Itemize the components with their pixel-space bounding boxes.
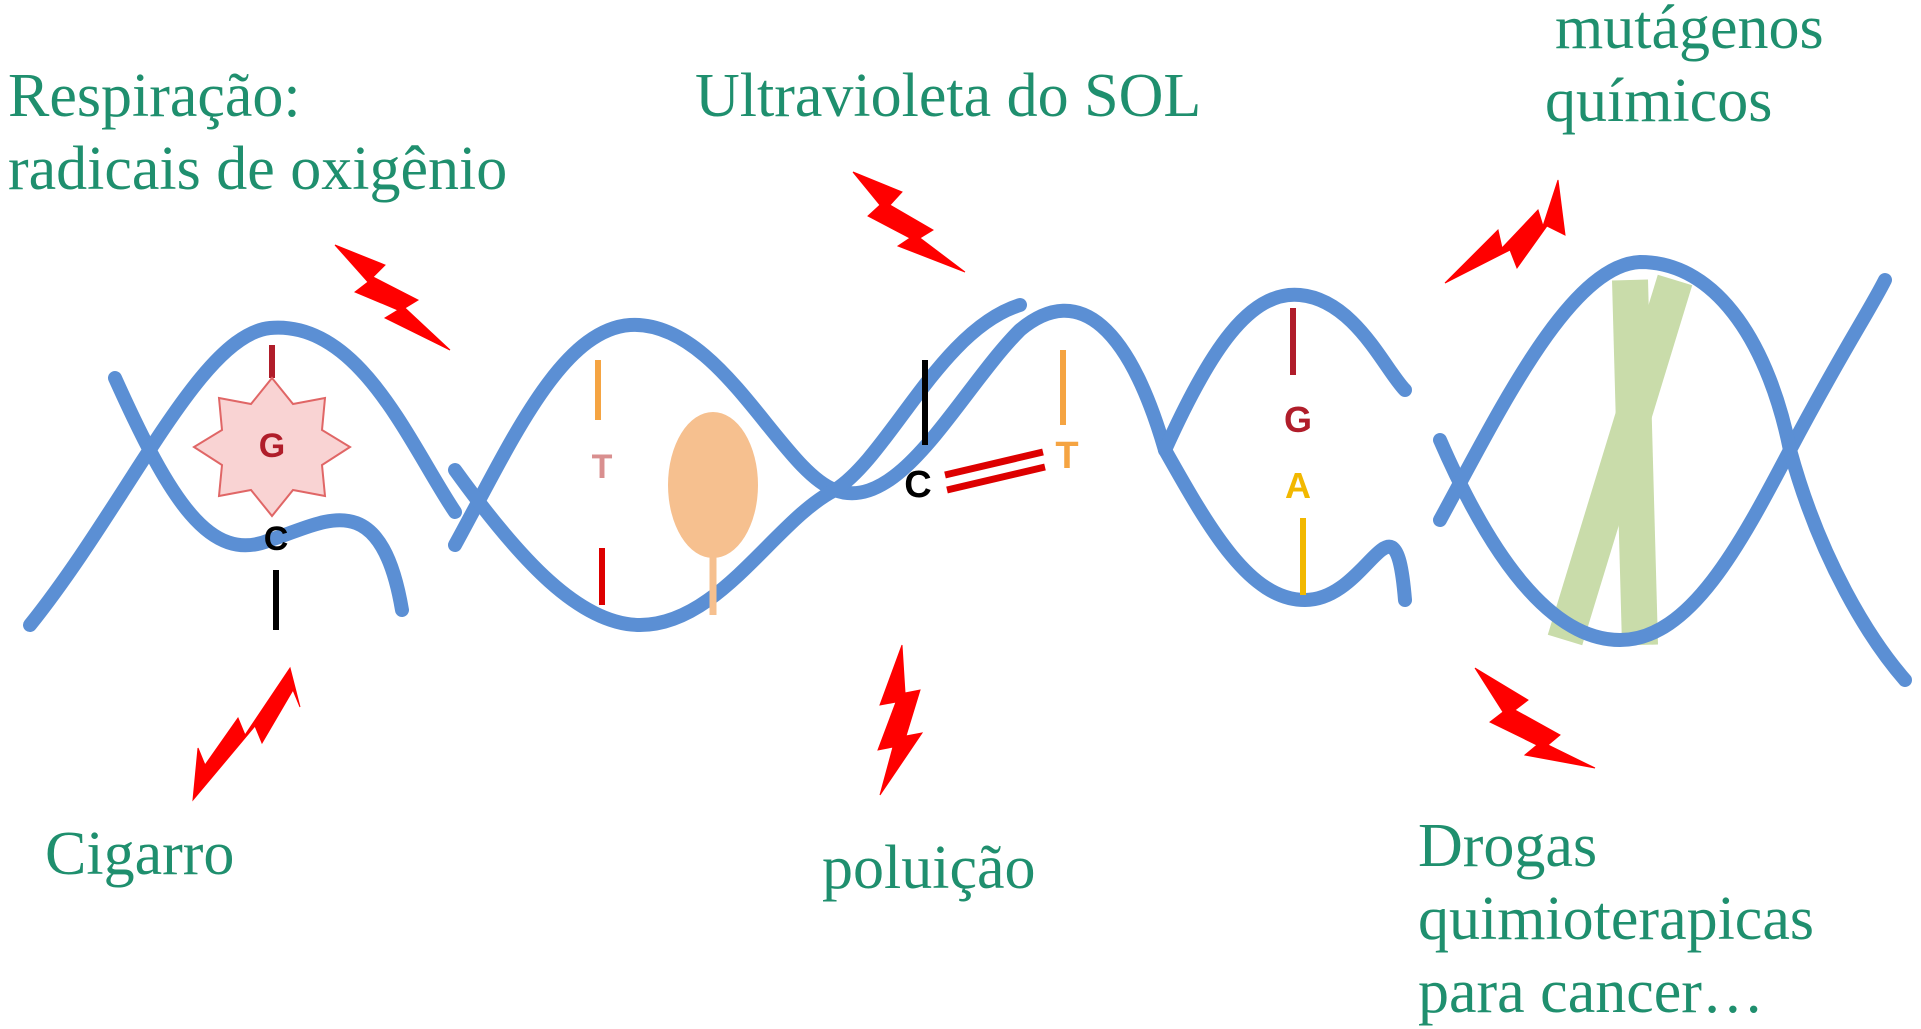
dna-segment-1 (23, 320, 462, 632)
label-drogas: Drogas quimioterapicas para cancer… (1418, 810, 1814, 1029)
lightning-icon-poluicao (877, 644, 924, 796)
lightning-icon-mutagenos (1444, 179, 1566, 284)
dna-strands (23, 254, 1912, 687)
pyrimidine-dimer-bond (944, 448, 1046, 494)
label-drogas-line2: quimioterapicas (1418, 885, 1814, 954)
label-respiracao-line2: radicais de oxigênio (8, 135, 508, 204)
label-drogas-line1: Drogas (1418, 812, 1598, 880)
base-letter-a-right: A (1285, 465, 1311, 506)
base-letter-g-oxidized: G (259, 427, 285, 465)
label-drogas-line3: para cancer… (1418, 958, 1764, 1027)
base-letter-g-right: G (1284, 399, 1312, 440)
label-mutagenos-line1: mutágenos (1555, 0, 1824, 62)
label-mutagenos: mutágenos químicos (1545, 0, 1824, 138)
lightning-bolts (192, 171, 1596, 802)
dna-segment-3 (1158, 287, 1412, 608)
label-poluicao: poluição (822, 832, 1036, 905)
bulky-adduct (668, 412, 758, 558)
label-ultravioleta: Ultravioleta do SOL (695, 60, 1201, 133)
base-letter-t-middle: T (592, 448, 613, 486)
dna-segment-2 (448, 298, 1172, 633)
label-ultravioleta-text: Ultravioleta do SOL (695, 62, 1202, 130)
interstrand-crosslink (1547, 274, 1693, 646)
label-poluicao-text: poluição (822, 834, 1036, 902)
dna-segment-4 (1433, 254, 1912, 687)
lightning-icon-cigarro (192, 666, 301, 802)
oxidized-guanine-star (192, 376, 352, 518)
label-respiracao-line1: Respiração: (8, 62, 301, 130)
label-respiracao: Respiração: radicais de oxigênio (8, 60, 507, 206)
label-mutagenos-line2: químicos (1545, 67, 1773, 136)
base-letter-c-dimer: C (904, 464, 931, 506)
base-letter-t-dimer: T (1055, 435, 1078, 477)
base-letter-c-left: C (264, 520, 289, 558)
label-cigarro: Cigarro (45, 818, 234, 891)
lightning-icon-drogas (1474, 667, 1596, 769)
lightning-icon-ultravioleta (852, 171, 966, 273)
lightning-icon-respiracao (334, 244, 451, 351)
label-cigarro-text: Cigarro (45, 820, 235, 888)
